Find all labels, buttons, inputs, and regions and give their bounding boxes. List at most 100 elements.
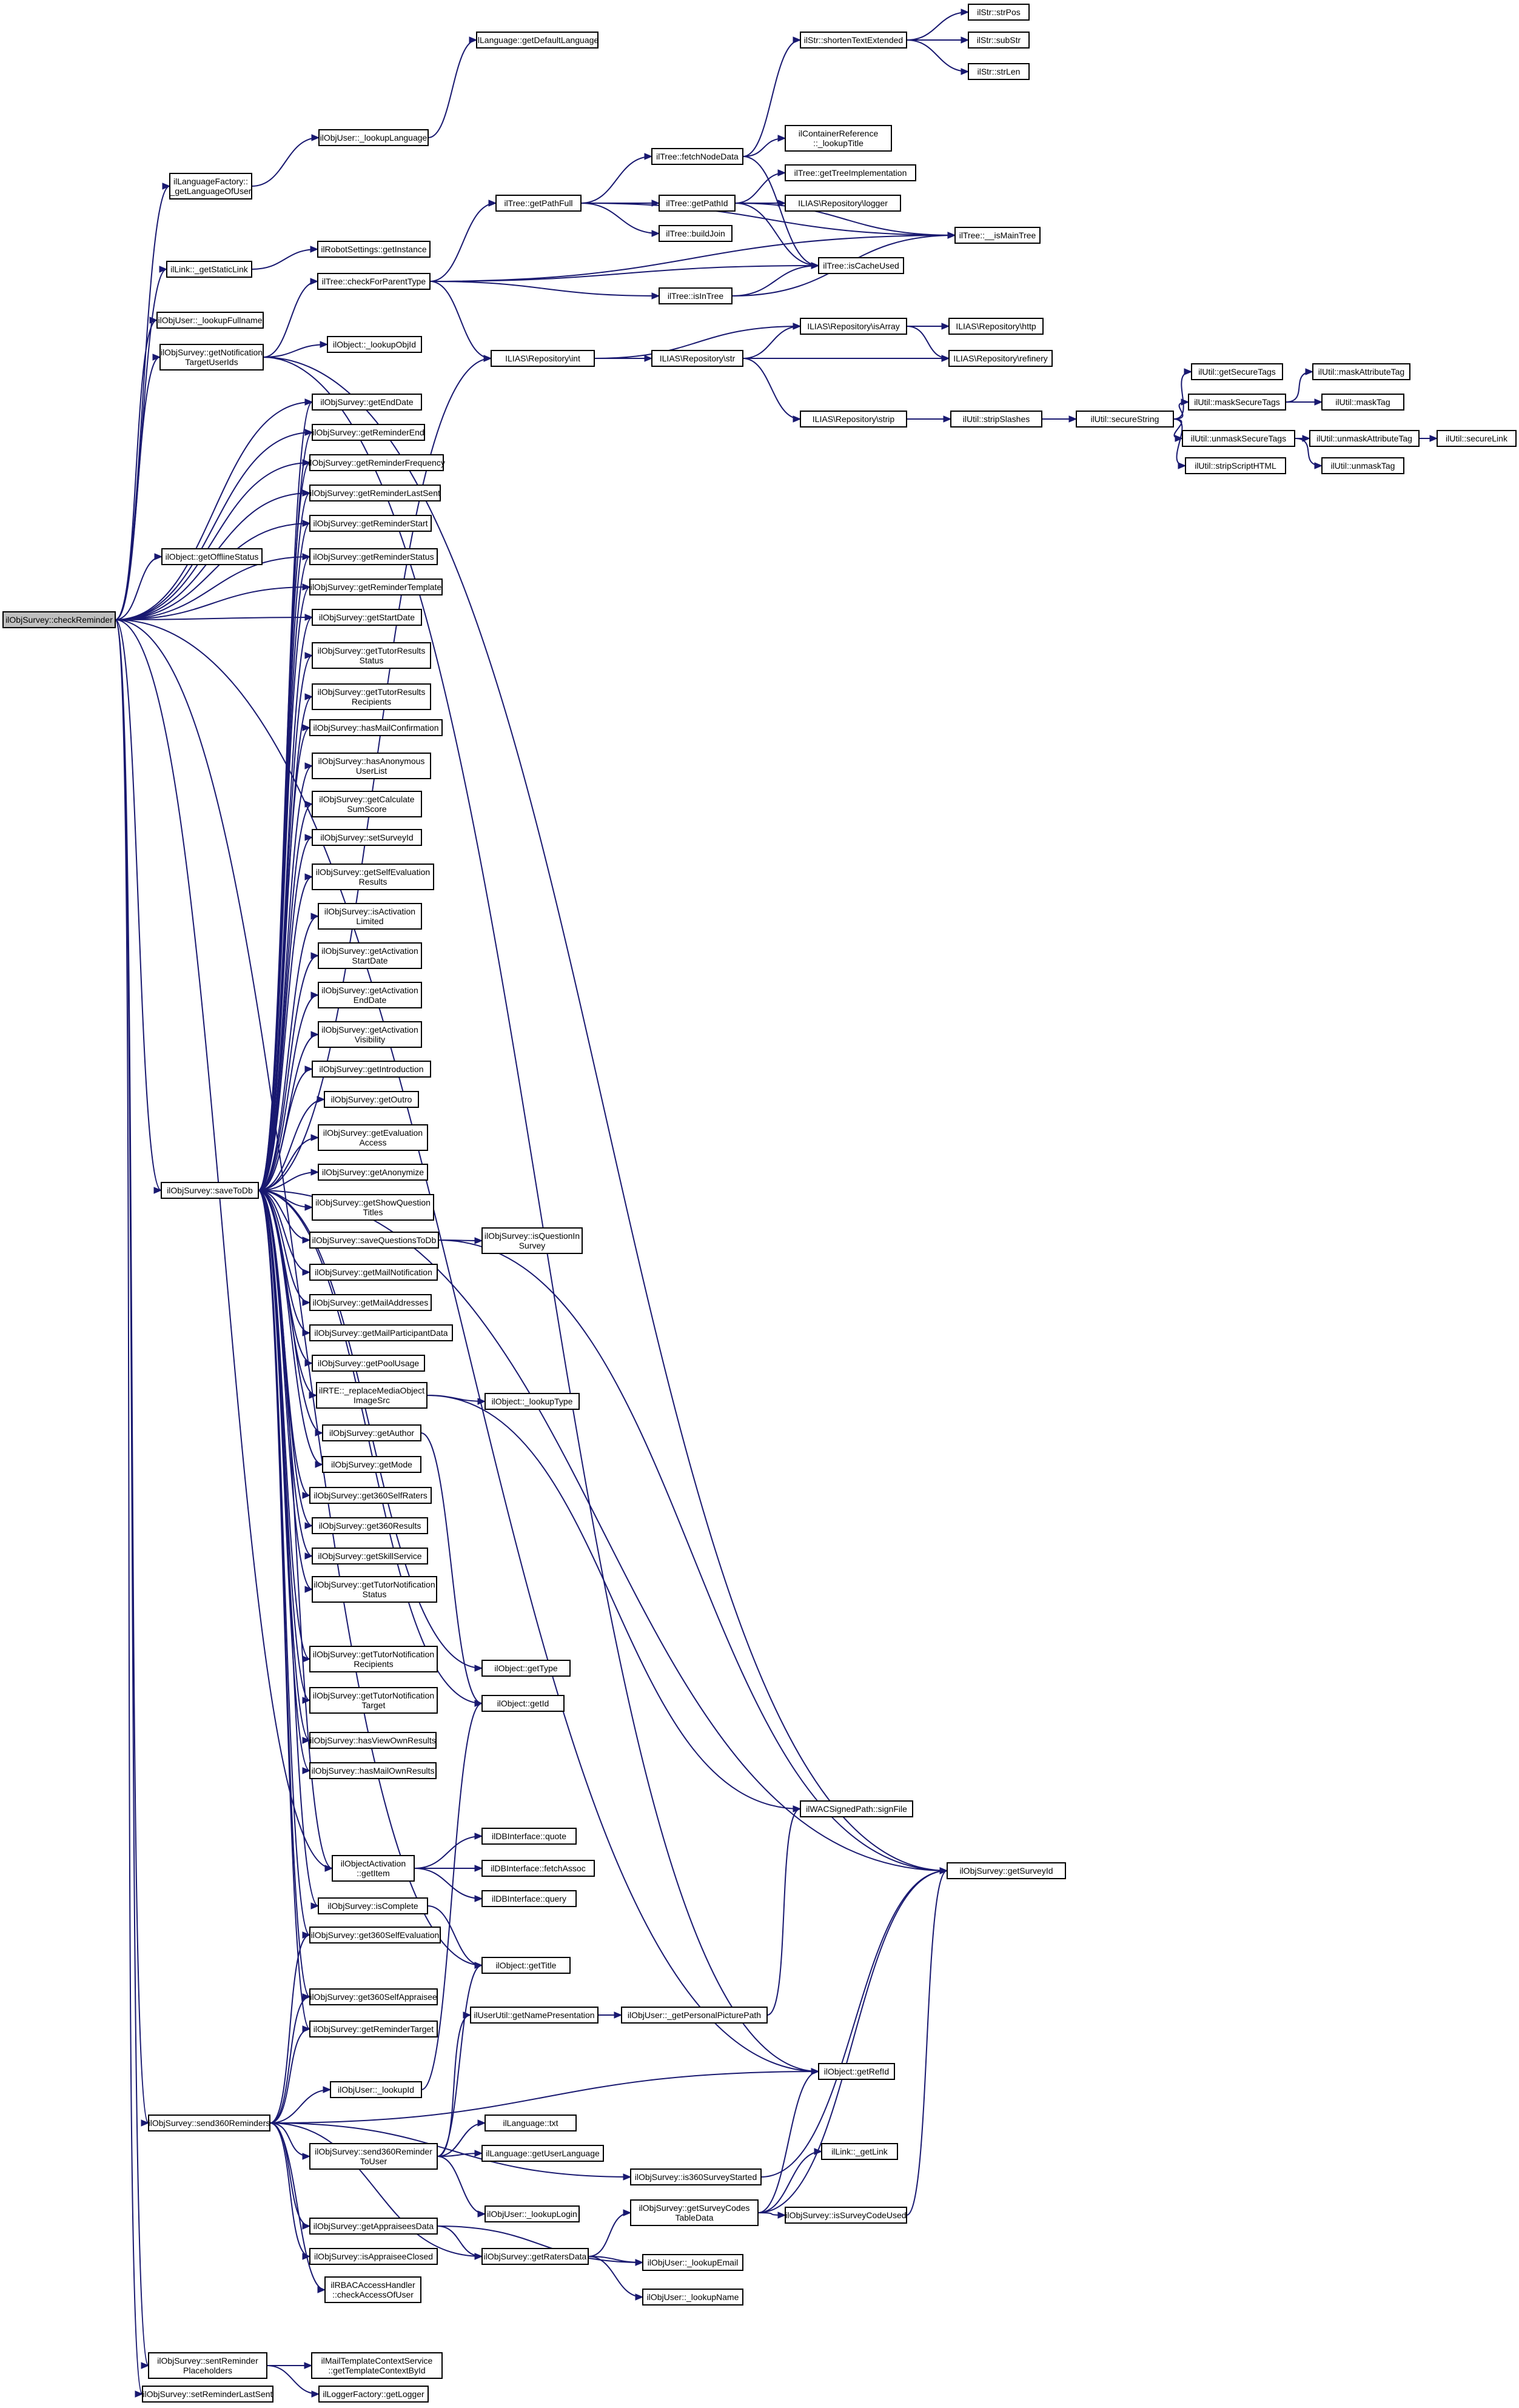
- node-isAppraiseeClosed[interactable]: ilObjSurvey::isAppraiseeClosed: [309, 2248, 438, 2265]
- node-maskSecureTags[interactable]: ilUtil::maskSecureTags: [1188, 394, 1286, 411]
- node-lookupLogin[interactable]: ilObjUser::_lookupLogin: [485, 2205, 580, 2222]
- node-getOutro[interactable]: ilObjSurvey::getOutro: [324, 1091, 419, 1108]
- node-is360SurveyStarted[interactable]: ilObjSurvey::is360SurveyStarted: [630, 2168, 762, 2185]
- node-unmaskSecureTags[interactable]: ilUtil::unmaskSecureTags: [1182, 430, 1295, 447]
- node-setSurveyId[interactable]: ilObjSurvey::setSurveyId: [312, 829, 422, 846]
- node-dbQuery[interactable]: ilDBInterface::query: [481, 1890, 577, 1907]
- node-getUserLanguage[interactable]: ilLanguage::getUserLanguage: [481, 2145, 604, 2162]
- node-setReminderLastSent[interactable]: ilObjSurvey::setReminderLastSent: [142, 2386, 273, 2403]
- node-getRatersData[interactable]: ilObjSurvey::getRatersData: [481, 2248, 589, 2265]
- node-lookupTitle[interactable]: ilContainerReference::_lookupTitle: [785, 125, 892, 152]
- node-getReminderEnd[interactable]: ilObjSurvey::getReminderEnd: [312, 424, 425, 441]
- node-saveQuestionsToDb[interactable]: ilObjSurvey::saveQuestionsToDb: [309, 1232, 439, 1249]
- node-maskAttributeTag[interactable]: ilUtil::maskAttributeTag: [1312, 363, 1410, 380]
- node-getReminderStatus[interactable]: ilObjSurvey::getReminderStatus: [309, 548, 438, 565]
- node-repoIsArray[interactable]: ILIAS\Repository\isArray: [800, 318, 907, 335]
- node-getType[interactable]: ilObject::getType: [481, 1660, 571, 1677]
- node-getAppraiseesData[interactable]: ilObjSurvey::getAppraiseesData: [309, 2218, 438, 2235]
- node-get360Results[interactable]: ilObjSurvey::get360Results: [312, 1517, 428, 1534]
- node-getMailNotification[interactable]: ilObjSurvey::getMailNotification: [309, 1264, 438, 1281]
- node-getRefId[interactable]: ilObject::getRefId: [818, 2063, 895, 2080]
- node-getAnonymize[interactable]: ilObjSurvey::getAnonymize: [318, 1164, 428, 1181]
- node-getId[interactable]: ilObject::getId: [481, 1695, 565, 1712]
- node-isMainTree[interactable]: ilTree::__isMainTree: [954, 227, 1041, 244]
- node-maskTag[interactable]: ilUtil::maskTag: [1321, 394, 1404, 411]
- node-getMode[interactable]: ilObjSurvey::getMode: [322, 1456, 421, 1473]
- node-signFile[interactable]: ilWACSignedPath::signFile: [800, 1800, 913, 1817]
- node-getAuthor[interactable]: ilObjSurvey::getAuthor: [322, 1424, 421, 1441]
- node-isSurveyCodeUsed[interactable]: ilObjSurvey::isSurveyCodeUsed: [785, 2207, 907, 2224]
- node-getPathId[interactable]: ilTree::getPathId: [659, 195, 736, 212]
- node-strPos[interactable]: ilStr::strPos: [968, 4, 1030, 21]
- node-repoStr[interactable]: ILIAS\Repository\str: [651, 350, 743, 367]
- node-langTxt[interactable]: ilLanguage::txt: [485, 2115, 577, 2131]
- node-getTemplateContextById[interactable]: ilMailTemplateContextService::getTemplat…: [311, 2352, 443, 2379]
- node-getPoolUsage[interactable]: ilObjSurvey::getPoolUsage: [312, 1355, 425, 1372]
- node-getPathFull[interactable]: ilTree::getPathFull: [495, 195, 582, 212]
- node-getNamePresentation[interactable]: ilUserUtil::getNamePresentation: [470, 2007, 599, 2024]
- node-getSkillService[interactable]: ilObjSurvey::getSkillService: [312, 1548, 428, 1565]
- node-loggerGetLogger[interactable]: ilLoggerFactory::getLogger: [318, 2386, 429, 2403]
- node-unmaskAttributeTag[interactable]: ilUtil::unmaskAttributeTag: [1309, 430, 1420, 447]
- node-langfact[interactable]: ilLanguageFactory::_getLanguageOfUser: [169, 173, 252, 200]
- node-getTutorNotifRecipients[interactable]: ilObjSurvey::getTutorNotificationRecipie…: [309, 1646, 438, 1672]
- node-getReminderTemplate[interactable]: ilObjSurvey::getReminderTemplate: [309, 579, 443, 595]
- node-hasMailOwnResults[interactable]: ilObjSurvey::hasMailOwnResults: [309, 1762, 437, 1779]
- node-lookupId[interactable]: ilObjUser::_lookupId: [330, 2081, 422, 2098]
- node-unmaskTag[interactable]: ilUtil::unmaskTag: [1321, 457, 1404, 474]
- node-activationGetItem[interactable]: ilObjectActivation::getItem: [332, 1855, 415, 1882]
- node-isComplete[interactable]: ilObjSurvey::isComplete: [318, 1897, 428, 1914]
- node-getSurveyId[interactable]: ilObjSurvey::getSurveyId: [947, 1862, 1066, 1879]
- node-getNotifTarget[interactable]: ilObjSurvey::getNotificationTargetUserId…: [159, 344, 264, 371]
- node-getDefaultLanguage[interactable]: ilLanguage::getDefaultLanguage: [476, 32, 599, 49]
- node-repoInt[interactable]: ILIAS\Repository\int: [491, 350, 595, 367]
- node-buildJoin[interactable]: ilTree::buildJoin: [659, 225, 733, 242]
- node-getEndDate[interactable]: ilObjSurvey::getEndDate: [312, 394, 422, 411]
- node-hasViewOwnResults[interactable]: ilObjSurvey::hasViewOwnResults: [309, 1732, 437, 1749]
- node-repoRefinery[interactable]: ILIAS\Repository\refinery: [948, 350, 1053, 367]
- node-getMailParticipantData[interactable]: ilObjSurvey::getMailParticipantData: [309, 1324, 453, 1341]
- node-saveToDb[interactable]: ilObjSurvey::saveToDb: [161, 1182, 259, 1199]
- node-root[interactable]: ilObjSurvey::checkReminder: [2, 611, 116, 628]
- node-getTitle[interactable]: ilObject::getTitle: [481, 1957, 571, 1974]
- node-strLen[interactable]: ilStr::strLen: [968, 63, 1030, 80]
- node-getTreeImpl[interactable]: ilTree::getTreeImplementation: [785, 164, 916, 181]
- node-repoLogger[interactable]: ILIAS\Repository\logger: [785, 195, 901, 212]
- node-getMailAddresses[interactable]: ilObjSurvey::getMailAddresses: [309, 1294, 432, 1311]
- node-send360Reminders[interactable]: ilObjSurvey::send360Reminders: [148, 2115, 270, 2131]
- node-getReminderTarget[interactable]: ilObjSurvey::getReminderTarget: [309, 2021, 438, 2037]
- node-dbQuote[interactable]: ilDBInterface::quote: [481, 1828, 577, 1845]
- node-checkForParentType[interactable]: ilTree::checkForParentType: [317, 273, 431, 290]
- node-stripSlashes[interactable]: ilUtil::stripSlashes: [950, 411, 1042, 428]
- node-fetchNodeData[interactable]: ilTree::fetchNodeData: [651, 148, 743, 165]
- node-isCacheUsed[interactable]: ilTree::isCacheUsed: [818, 257, 904, 274]
- node-dbFetchAssoc[interactable]: ilDBInterface::fetchAssoc: [481, 1860, 595, 1877]
- node-getSecureTags[interactable]: ilUtil::getSecureTags: [1191, 363, 1283, 380]
- node-repoStrip[interactable]: ILIAS\Repository\strip: [800, 411, 907, 428]
- node-getOfflineStatus[interactable]: ilObject::getOfflineStatus: [161, 548, 263, 565]
- node-getReminderStart[interactable]: ilObjSurvey::getReminderStart: [309, 515, 432, 532]
- node-rbacCheck[interactable]: ilRBACAccessHandler::checkAccessOfUser: [324, 2276, 421, 2303]
- node-lookupName[interactable]: ilObjUser::_lookupName: [642, 2289, 743, 2306]
- node-getReminderFrequency[interactable]: ilObjSurvey::getReminderFrequency: [308, 454, 445, 471]
- node-get360SelfRaters[interactable]: ilObjSurvey::get360SelfRaters: [309, 1487, 432, 1504]
- node-getStaticLink[interactable]: ilLink::_getStaticLink: [166, 261, 252, 278]
- node-secureString[interactable]: ilUtil::secureString: [1076, 411, 1174, 428]
- node-lookupFullname[interactable]: ilObjUser::_lookupFullname: [156, 312, 264, 329]
- node-get360SelfAppraisee[interactable]: ilObjSurvey::get360SelfAppraisee: [309, 1988, 438, 2005]
